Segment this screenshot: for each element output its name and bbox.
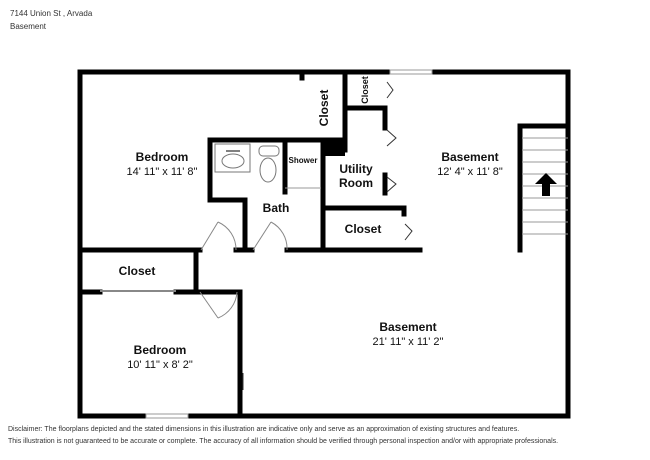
doors[interactable] — [199, 81, 413, 390]
toilet-icon — [258, 145, 280, 183]
sink-icon — [214, 143, 251, 173]
room-label-bath: Bath — [263, 201, 290, 215]
walls — [77, 69, 571, 419]
windows — [145, 69, 433, 419]
room-label-bedroom1: Bedroom — [136, 150, 189, 164]
room-dims-bedroom1: 14' 11" x 11' 8" — [127, 166, 198, 178]
stairs-up-arrow-icon — [535, 173, 557, 196]
room-label-closet-left: Closet — [119, 264, 156, 278]
room-dims-basement-main: 21' 11" x 11' 2" — [373, 336, 444, 348]
level-name: Basement — [10, 22, 47, 31]
room-dims-basement-right: 12' 4" x 11' 8" — [437, 166, 503, 178]
address: 7144 Union St , Arvada — [10, 9, 93, 18]
disclaimer-line-1: Disclaimer: The floorplans depicted and … — [8, 426, 520, 433]
room-label-basement-main: Basement — [379, 320, 436, 334]
room-label-closet-top: Closet — [317, 90, 331, 127]
room-label-bedroom2: Bedroom — [134, 343, 187, 357]
room-label-shower: Shower — [289, 156, 318, 165]
room-label-utility: Utility — [339, 162, 373, 176]
room-label-basement-right: Basement — [441, 150, 498, 164]
room-label-closet-small: Closet — [360, 76, 370, 104]
wall-block — [323, 140, 345, 156]
room-dims-bedroom2: 10' 11" x 8' 2" — [127, 359, 193, 371]
disclaimer-line-2: This illustration is not guaranteed to b… — [8, 438, 559, 445]
room-label-closet-utility: Closet — [345, 222, 382, 236]
room-label-utility-room: Room — [339, 176, 373, 190]
